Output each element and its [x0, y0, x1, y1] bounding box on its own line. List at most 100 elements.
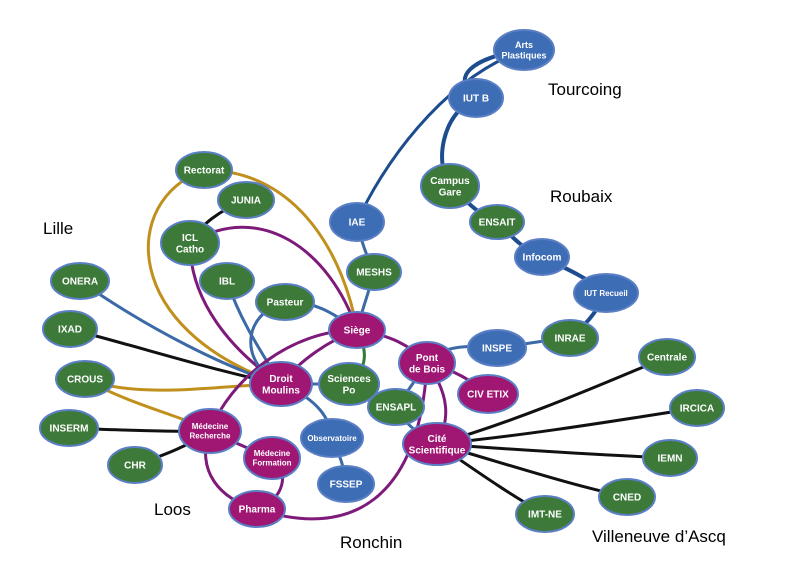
edge-9: [146, 168, 283, 386]
node-imtne: IMT-NE: [515, 495, 575, 533]
node-shape-ensapl: [367, 388, 425, 426]
node-label-inserm-0: INSERM: [50, 424, 89, 435]
node-shape-rectorat: [175, 151, 233, 189]
node-cned: CNED: [598, 478, 656, 516]
node-label-fssep-0: FSSEP: [330, 480, 363, 491]
node-shape-chr: [107, 446, 163, 484]
node-shape-iclcatho: [160, 220, 220, 266]
node-onera: ONERA: [50, 262, 110, 300]
node-label-junia-0: JUNIA: [231, 196, 261, 207]
node-ircica: IRCICA: [669, 389, 725, 427]
node-shape-inserm: [39, 409, 99, 447]
node-label-droitmoulins-1: Moulins: [262, 385, 300, 396]
node-shape-arts: [493, 29, 555, 71]
node-pharma: Pharma: [228, 490, 286, 528]
node-shape-iemn: [642, 439, 698, 477]
place-label-loos: Loos: [154, 500, 191, 519]
node-label-iae-0: IAE: [349, 218, 366, 229]
node-label-droitmoulins-0: Droit: [269, 374, 293, 385]
node-pasteur: Pasteur: [255, 283, 315, 321]
node-shape-inspe: [467, 329, 527, 367]
place-label-villeneuve: Villeneuve d’Ascq: [592, 527, 726, 546]
edge-15: [188, 225, 359, 332]
place-label-ronchin: Ronchin: [340, 533, 402, 552]
node-label-medrech-0: Médecine: [192, 422, 229, 431]
node-ibl: IBL: [199, 262, 255, 300]
node-iemn: IEMN: [642, 439, 698, 477]
node-shape-ircica: [669, 389, 725, 427]
node-shape-iutb: [448, 78, 504, 118]
edge-41: [435, 406, 699, 446]
node-label-sciencespo-1: Po: [343, 385, 356, 396]
node-shape-centrale: [638, 338, 696, 376]
node-label-medrech-1: Recherche: [190, 431, 231, 440]
node-label-chr-0: CHR: [124, 461, 146, 472]
node-shape-onera: [50, 262, 110, 300]
node-label-iutrecueil-0: IUT Recueil: [584, 289, 628, 298]
node-shape-iae: [329, 202, 385, 242]
node-inserm: INSERM: [39, 409, 99, 447]
node-label-medform-0: Médecine: [254, 449, 291, 458]
node-label-meshs-0: MESHS: [356, 268, 392, 279]
node-label-pasteur-0: Pasteur: [267, 298, 304, 309]
node-junia: JUNIA: [217, 181, 275, 219]
node-ensait: ENSAIT: [469, 204, 525, 240]
node-label-iutb-0: IUT B: [463, 94, 489, 105]
node-label-observatoire-0: Observatoire: [307, 434, 357, 443]
node-iae: IAE: [329, 202, 385, 242]
node-label-cite-1: Scientifique: [409, 445, 466, 456]
node-shape-junia: [217, 181, 275, 219]
node-shape-fssep: [317, 465, 375, 503]
node-label-iclcatho-0: ICL: [182, 233, 198, 244]
node-shape-iutrecueil: [573, 273, 639, 313]
node-shape-medform: [243, 436, 301, 480]
node-label-onera-0: ONERA: [62, 277, 98, 288]
node-label-cned-0: CNED: [613, 493, 641, 504]
node-label-pontdebois-0: Pont: [416, 353, 439, 364]
node-label-rectorat-0: Rectorat: [184, 166, 225, 177]
node-label-iclcatho-1: Catho: [176, 244, 204, 255]
node-fssep: FSSEP: [317, 465, 375, 503]
node-shape-pontdebois: [398, 341, 456, 385]
node-label-siege-0: Siège: [344, 326, 371, 337]
node-ixad: IXAD: [42, 310, 98, 348]
node-label-ensapl-0: ENSAPL: [376, 403, 417, 414]
node-label-iemn-0: IEMN: [658, 454, 683, 465]
node-label-arts-1: Plastiques: [501, 50, 546, 60]
node-ensapl: ENSAPL: [367, 388, 425, 426]
place-labels: Lille Loos Ronchin Tourcoing Roubaix Vil…: [43, 80, 726, 552]
node-inspe: INSPE: [467, 329, 527, 367]
node-label-civetix-0: CIV ETIX: [467, 390, 509, 401]
node-label-inspe-0: INSPE: [482, 344, 512, 355]
node-iutrecueil: IUT Recueil: [573, 273, 639, 313]
node-label-centrale-0: Centrale: [647, 353, 687, 364]
node-label-crous-0: CROUS: [67, 375, 103, 386]
node-shape-inrae: [541, 319, 599, 357]
node-infocom: Infocom: [514, 238, 570, 276]
node-civetix: CIV ETIX: [457, 374, 519, 414]
node-shape-crous: [55, 360, 115, 398]
node-label-ixad-0: IXAD: [58, 325, 82, 336]
edge-10: [202, 168, 359, 332]
edge-6: [355, 48, 526, 224]
node-shape-pharma: [228, 490, 286, 528]
node-label-imtne-0: IMT-NE: [528, 510, 562, 521]
node-label-pharma-0: Pharma: [239, 505, 276, 516]
node-label-cite-0: Cité: [428, 434, 447, 445]
node-label-inrae-0: INRAE: [554, 334, 585, 345]
node-shape-observatoire: [300, 418, 364, 458]
place-label-lille: Lille: [43, 219, 73, 238]
node-shape-cite: [402, 422, 472, 466]
node-siege: Siège: [328, 311, 386, 349]
node-shape-meshs: [346, 253, 402, 291]
node-inrae: INRAE: [541, 319, 599, 357]
node-centrale: Centrale: [638, 338, 696, 376]
node-label-medform-1: Formation: [252, 458, 291, 467]
